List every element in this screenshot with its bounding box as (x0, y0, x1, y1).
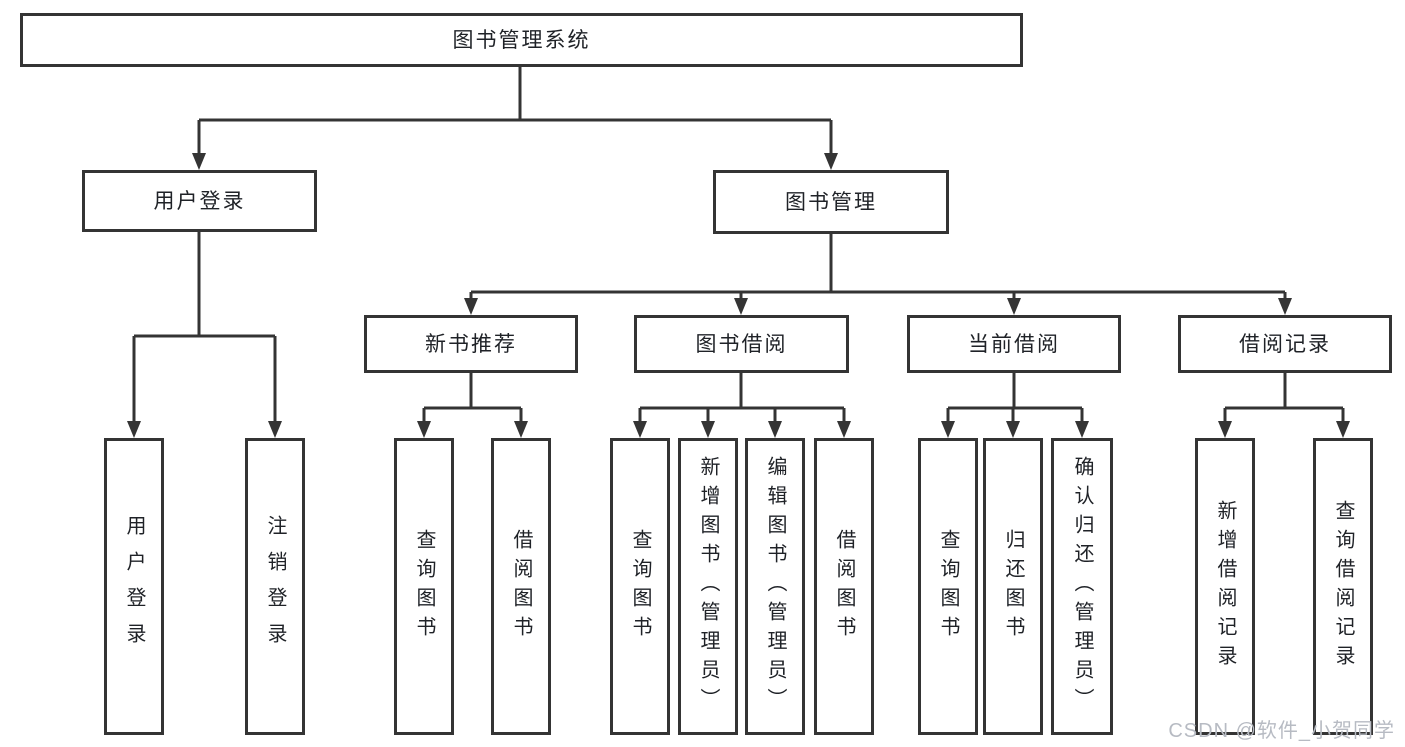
node-v-query-book-1: 查询图书 (394, 438, 454, 735)
node-v-query-book-3: 查询图书 (918, 438, 978, 735)
arrowhead (1007, 298, 1021, 315)
node-v-borrow-book-2: 借阅图书 (814, 438, 874, 735)
arrowhead (701, 421, 715, 438)
node-v-add-book: 新增图书（管理员） (678, 438, 738, 735)
node-book-borrow: 图书借阅 (634, 315, 849, 373)
arrowhead (768, 421, 782, 438)
arrowhead (192, 153, 206, 170)
node-v-borrow-book-1: 借阅图书 (491, 438, 551, 735)
node-borrow-records: 借阅记录 (1178, 315, 1392, 373)
connector-user-login-children (127, 232, 282, 438)
node-v-return-book: 归还图书 (983, 438, 1043, 735)
arrowhead (824, 153, 838, 170)
arrowhead (734, 298, 748, 315)
connector-book-borrow-children (633, 373, 851, 438)
watermark-text: CSDN @软件_小贺同学 (1168, 720, 1395, 742)
arrowhead (268, 421, 282, 438)
connector-book-mgmt-children (464, 234, 1292, 315)
arrowhead (1006, 421, 1020, 438)
node-v-user-login: 用户登录 (104, 438, 164, 735)
node-v-add-record: 新增借阅记录 (1195, 438, 1255, 735)
node-book-mgmt: 图书管理 (713, 170, 949, 234)
node-v-confirm-return: 确认归还（管理员） (1051, 438, 1113, 735)
arrowhead (514, 421, 528, 438)
node-root: 图书管理系统 (20, 13, 1023, 67)
node-current-borrow: 当前借阅 (907, 315, 1121, 373)
connector-new-book-rec-children (417, 373, 528, 438)
node-v-logout: 注销登录 (245, 438, 305, 735)
arrowhead (1218, 421, 1232, 438)
arrowhead (941, 421, 955, 438)
arrowhead (464, 298, 478, 315)
node-v-query-book-2: 查询图书 (610, 438, 670, 735)
node-user-login: 用户登录 (82, 170, 317, 232)
arrowhead (837, 421, 851, 438)
connector-root-to-row1 (192, 67, 838, 170)
connector-borrow-records-children (1218, 373, 1350, 438)
connector-current-borrow-children (941, 373, 1089, 438)
node-v-query-record: 查询借阅记录 (1313, 438, 1373, 735)
arrowhead (633, 421, 647, 438)
arrowhead (1075, 421, 1089, 438)
arrowhead (127, 421, 141, 438)
arrowhead (1278, 298, 1292, 315)
arrowhead (417, 421, 431, 438)
node-v-edit-book: 编辑图书（管理员） (745, 438, 805, 735)
arrowhead (1336, 421, 1350, 438)
node-new-book-rec: 新书推荐 (364, 315, 578, 373)
